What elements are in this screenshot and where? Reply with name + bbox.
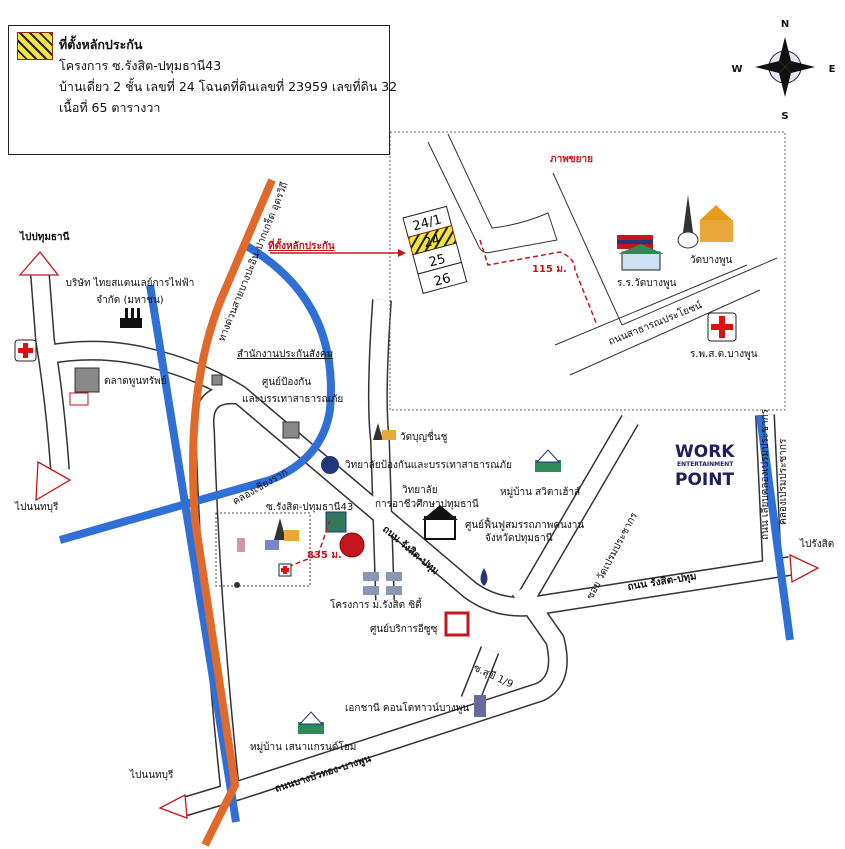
voc-college-label: การอาชีวศึกษาปทุมธานี <box>375 498 479 510</box>
wat-bun-label: วัดบุญชื่นชู <box>400 429 448 443</box>
legend-box: ที่ตั้งหลักประกัน โครงการ ซ.รังสิต-ปทุมธ… <box>8 25 397 155</box>
ptt-logo-icon <box>480 568 488 586</box>
disaster-center-label: ศูนย์ป้องกัน <box>262 376 311 388</box>
compass-e: E <box>829 64 836 75</box>
disaster-center-label: และบรรเทาสาธารณภัย <box>242 394 343 405</box>
rangsit-city-label: โครงการ ม.รังสิต ซิตี้ <box>330 597 423 611</box>
village-icon <box>535 449 561 472</box>
location-label: ที่ตั้งหลักประกัน <box>268 238 335 252</box>
disaster-college-label: วิทยาลัยป้องกันและบรรเทาสาธารณภัย <box>345 459 512 471</box>
thailand-power-label: จำกัด (มหาชน) <box>96 295 164 306</box>
condo-icon <box>474 695 486 717</box>
isuzu-label: ศูนย์บริการอีซูซุ <box>370 623 438 635</box>
isuzu-logo <box>444 611 470 637</box>
svg-text:ENTERTAINMENT: ENTERTAINMENT <box>677 461 734 468</box>
legend-title: ที่ตั้งหลักประกัน <box>59 37 143 52</box>
village-icon <box>298 711 324 734</box>
hospital-icon <box>278 563 292 577</box>
inset-title: ภาพขยาย <box>550 154 593 165</box>
direction-arrows <box>18 250 820 819</box>
market-icon <box>74 367 100 393</box>
voc-college-label: วิทยาลัย <box>402 485 438 496</box>
house-icon <box>237 538 245 552</box>
inset-roads <box>427 133 778 376</box>
college-logo-icon <box>325 511 347 533</box>
thailand-power-label: บริษัท ไทยสแตนเลย์การไฟฟ้า <box>66 277 195 289</box>
apartment-icon <box>363 572 402 595</box>
svg-text:POINT: POINT <box>675 470 734 490</box>
plot-label: 25 <box>427 252 447 271</box>
arrow-up-icon <box>18 250 60 276</box>
prem-road-label: ถนน เลียบคลองเปรมประชากร <box>759 408 771 540</box>
temple-icon <box>274 518 299 541</box>
svg-text:WORK: WORK <box>675 442 735 462</box>
plot-label: 26 <box>433 271 453 290</box>
rehab-center-label: จังหวัดปทุมธานี <box>485 532 553 544</box>
inset-distance: 115 ม. <box>532 264 567 275</box>
inset-box <box>389 131 786 411</box>
plots: 24/1 24 25 26 <box>402 205 468 294</box>
hospital-icon <box>707 312 737 342</box>
social-security-icon <box>211 374 223 386</box>
social-security-label: สำนักงานประกันสังคม <box>237 349 333 360</box>
to-pathum-label: ไปปทุมธานี <box>19 230 70 243</box>
soi43-label: ซ.รังสิต-ปทุมธานี43 <box>266 501 353 513</box>
legend-project: โครงการ ซ.รังสิต-ปทุมธานี43 <box>59 58 222 73</box>
to-rangsit-label: ไปรังสิต <box>799 538 834 550</box>
rehab-center-label: ศูนย์ฟื้นฟูสมรรถภาพคนงาน <box>465 517 584 531</box>
expressway-label: ทางด่วนสายบางปะอิน-ปากเกร็ด อุตรวิถี <box>214 180 291 344</box>
to-nonthaburi-label: ไปนนทบุรี <box>129 769 174 781</box>
rivers <box>58 241 794 823</box>
factory-icon <box>120 308 142 328</box>
chiang-rak-canal <box>58 241 335 544</box>
compass-s: S <box>781 111 788 122</box>
legend-details: บ้านเดี่ยว 2 ชั้น เลขที่ 24 โฉนดที่ดินเล… <box>59 79 398 94</box>
prem-canal-label: คลองเปรมประชากร <box>778 438 789 525</box>
distance-835-label: 835 ม. <box>307 550 342 561</box>
detail-box <box>215 512 311 587</box>
building-icon <box>422 505 458 540</box>
compass-w: W <box>731 64 742 75</box>
arrow-down-left-icon <box>35 460 72 502</box>
roads <box>30 274 792 818</box>
left-canal <box>146 284 240 823</box>
plot-label: 24 <box>422 232 442 251</box>
workpoint-logo: WORK ENTERTAINMENT POINT <box>675 442 735 490</box>
inset-route <box>479 239 598 326</box>
university-emblem-icon <box>339 532 365 558</box>
inset-temple: วัดบางพูน <box>690 255 733 266</box>
market-label: ตลาดพูนทรัพย์ <box>104 375 167 387</box>
inset-hospital: ร.พ.ส.ต.บางพูน <box>690 349 758 360</box>
temple-icon <box>677 195 733 249</box>
prem-canal <box>756 414 794 641</box>
senna-village-label: หมู่บ้าน เสนาแกรนด์โฮม <box>250 740 356 753</box>
expressway <box>189 178 276 847</box>
school-flag-icon <box>617 235 664 271</box>
college-emblem-icon <box>321 456 339 474</box>
plot-label: 24/1 <box>411 212 443 234</box>
temple-icon <box>373 423 396 440</box>
disaster-center-icon <box>282 421 300 439</box>
compass-icon: N S W E <box>731 19 835 122</box>
pin-icon <box>234 582 240 588</box>
arrow-right-icon <box>789 553 820 584</box>
hospital-icon <box>14 339 37 362</box>
ekachai-condo-label: เอกชานี คอนโดทาวน์บางพูน <box>345 701 469 714</box>
school-icon <box>265 540 279 550</box>
inset-school: ร.ร.วัดบางพูน <box>617 278 677 289</box>
legend-area: เนื้อที่ 65 ตารางวา <box>59 100 161 115</box>
to-nonthaburi-label: ไปนนทบุรี <box>14 501 59 513</box>
arrow-left-icon <box>158 793 188 819</box>
collateral-swatch-icon <box>17 32 53 60</box>
arrow-right-icon <box>398 249 406 257</box>
compass-n: N <box>781 19 789 30</box>
sawitta-village-label: หมู่บ้าน สวิตาเฮ้าส์ <box>500 486 580 498</box>
route-line <box>284 519 331 569</box>
yamaha-logo <box>69 392 89 406</box>
